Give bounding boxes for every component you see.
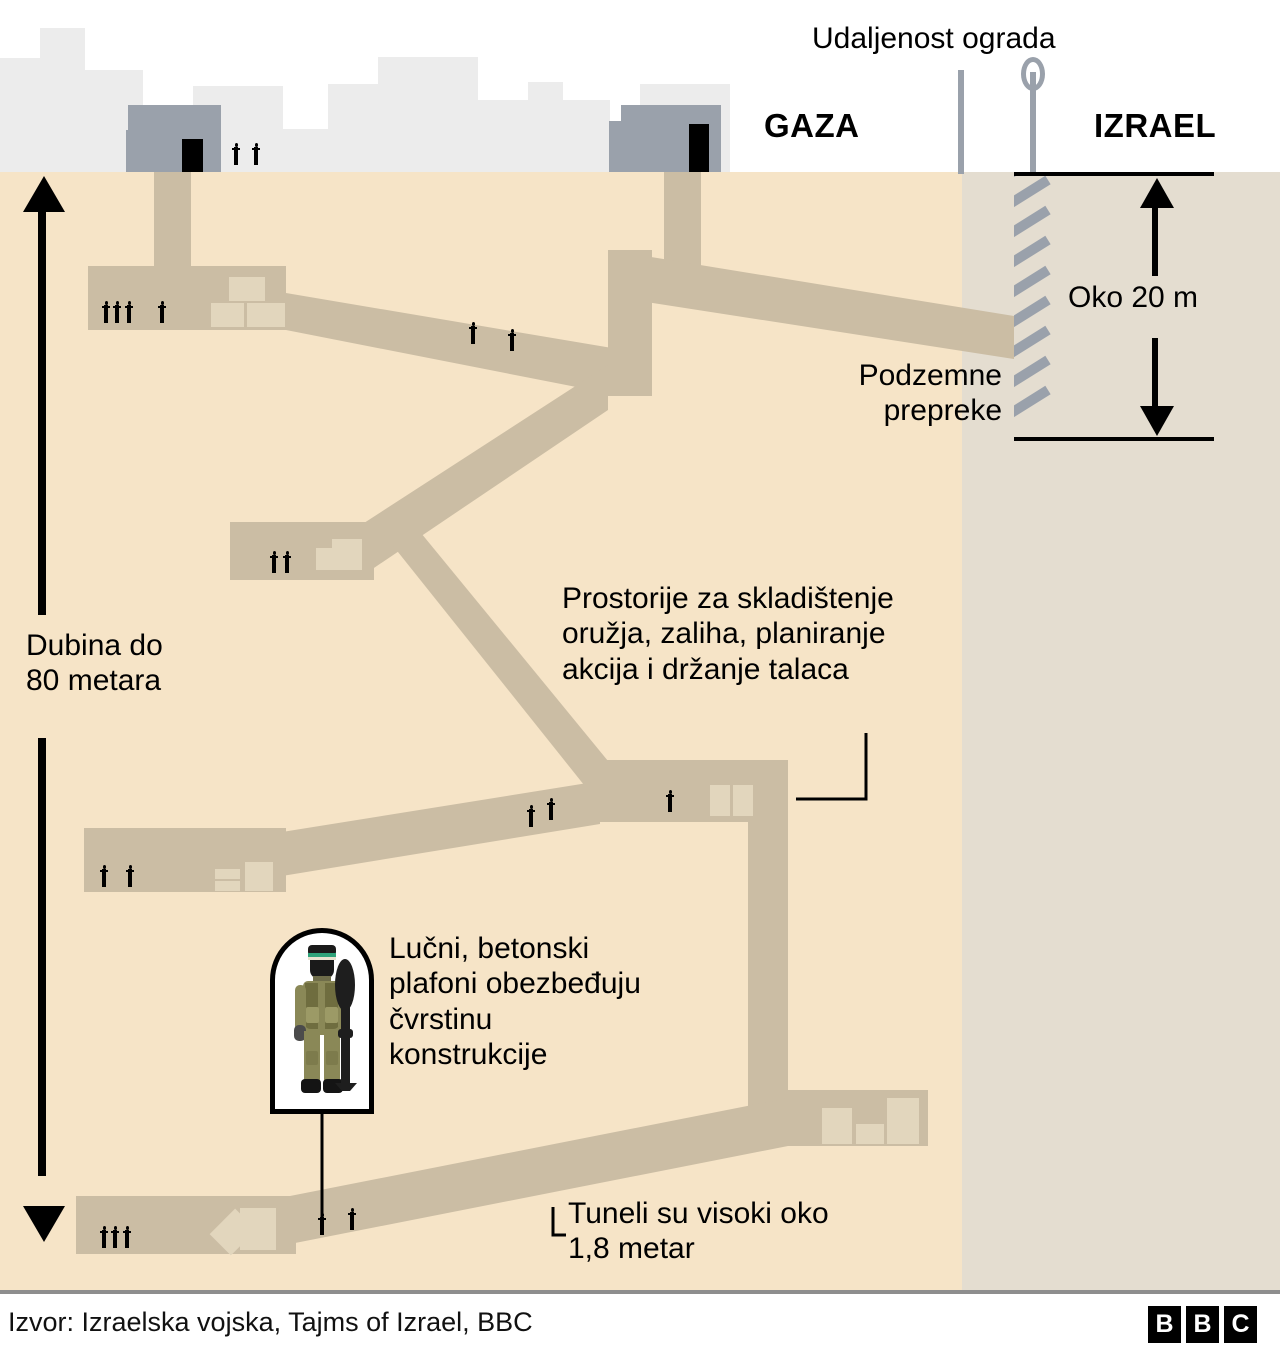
person-icon [547, 798, 555, 820]
crate [211, 303, 244, 327]
person-icon [283, 551, 291, 573]
crate [240, 1208, 276, 1250]
person-icon [125, 301, 133, 323]
underground-barriers-label: Podzemne prepreke [858, 359, 1002, 428]
tunnel-entrance-door-right [689, 124, 709, 172]
building-left [128, 105, 221, 172]
bbc-letter-2: B [1186, 1306, 1219, 1343]
crate [245, 862, 273, 891]
person-icon [123, 1226, 131, 1248]
person-icon [113, 301, 121, 323]
barrier-bottom-rule [1014, 437, 1214, 441]
barrier-top-rule [1014, 172, 1214, 176]
bbc-logo: B B C [1148, 1306, 1257, 1343]
skyline-block [328, 84, 378, 172]
person-icon [111, 1226, 119, 1248]
crate [316, 548, 362, 570]
arrow-shaft-20m-bottom [1152, 338, 1158, 408]
tunnel-height-label: Tuneli su visoki oko 1,8 metar [568, 1197, 829, 1266]
arrow-up-depth [23, 176, 65, 212]
crate [247, 303, 285, 327]
person-icon [100, 865, 108, 887]
person-icon [232, 143, 240, 165]
fence-distance-label: Udaljenost ograda [812, 22, 1056, 55]
arrow-shaft-depth-top [38, 210, 46, 615]
crate [215, 869, 240, 879]
skyline-block [478, 100, 528, 172]
footer-divider [0, 1290, 1280, 1294]
person-icon [348, 1208, 356, 1230]
storage-rooms-label: Prostorije za skladištenje oružja, zalih… [562, 582, 894, 686]
about-20m-label: Oko 20 m [1068, 281, 1199, 314]
crate [710, 785, 730, 816]
crate [332, 539, 362, 551]
person-icon [270, 551, 278, 573]
person-icon [469, 322, 477, 344]
person-icon [126, 865, 134, 887]
bbc-letter-3: C [1224, 1306, 1257, 1343]
arched-ceilings-label: Lučni, betonski plafoni obezbeđuju čvrst… [389, 932, 641, 1072]
crate [215, 881, 240, 891]
arrow-shaft-depth-bottom [38, 738, 46, 1176]
person-icon [252, 143, 260, 165]
skyline-block [528, 82, 563, 172]
fence-post-icon [1030, 72, 1036, 174]
crate [856, 1124, 884, 1144]
arrow-up-20m [1140, 178, 1174, 208]
crate [822, 1108, 852, 1144]
skyline-block [273, 129, 328, 172]
fence-post-icon [958, 70, 964, 174]
person-icon [527, 805, 535, 827]
underground-barrier-icon [1014, 174, 1052, 436]
crate [733, 785, 753, 816]
skyline-block [378, 57, 478, 172]
tunnel-entrance-door-left [182, 139, 203, 172]
arrow-shaft-20m-top [1152, 206, 1158, 276]
skyline-block [40, 28, 85, 172]
source-line: Izvor: Izraelska vojska, Tajms of Izrael… [8, 1307, 533, 1337]
arrow-down-depth [23, 1206, 65, 1242]
person-icon [100, 1226, 108, 1248]
skyline-block [0, 58, 40, 172]
gaza-label: GAZA [764, 107, 860, 144]
fence-post-loop-icon [1021, 57, 1045, 91]
person-icon [508, 329, 516, 351]
person-icon [158, 301, 166, 323]
arrow-down-20m [1140, 406, 1174, 436]
crate [887, 1098, 919, 1144]
person-icon [102, 301, 110, 323]
bbc-letter-1: B [1148, 1306, 1181, 1343]
depth-label: Dubina do 80 metara [26, 629, 163, 698]
crate [229, 277, 265, 301]
person-icon [666, 790, 674, 812]
tunnel-shaft-left [154, 172, 191, 272]
militant-figure-icon [270, 928, 374, 1114]
izrael-label: IZRAEL [1094, 107, 1217, 144]
